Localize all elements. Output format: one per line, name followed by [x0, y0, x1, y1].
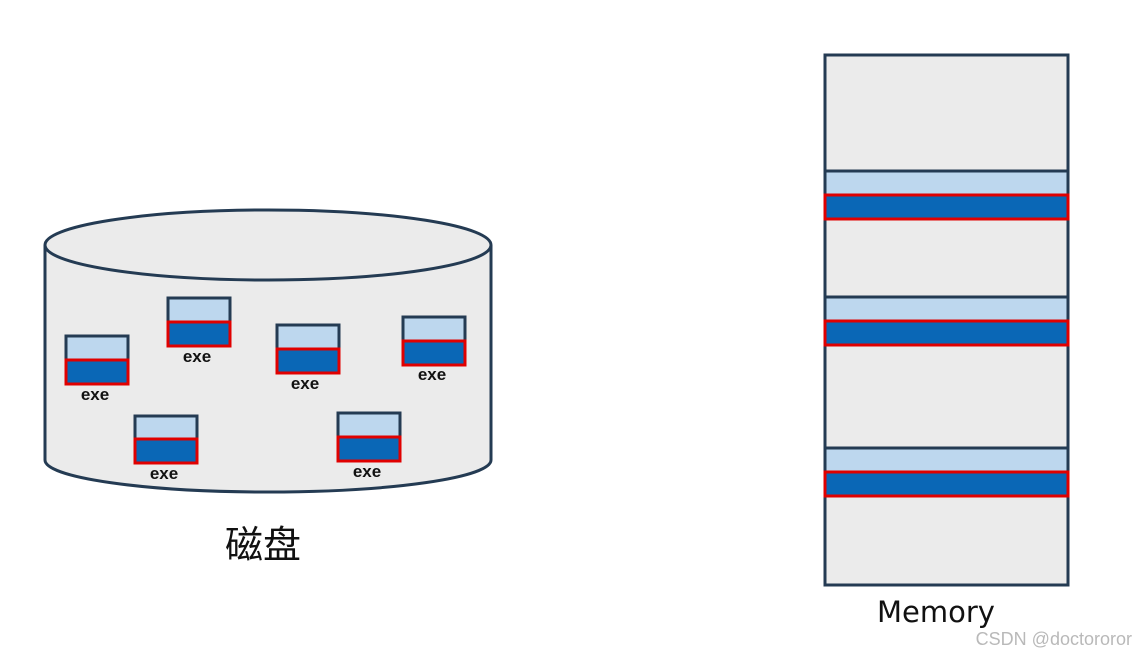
file-header [166, 296, 232, 324]
file-body [166, 320, 232, 348]
file-body [133, 437, 199, 465]
file-header [336, 411, 402, 439]
file-body [275, 347, 341, 375]
memory-block [823, 446, 1070, 498]
memory-block-body [823, 193, 1070, 221]
memory-block [823, 295, 1070, 347]
file-label: exe [353, 462, 381, 481]
disk-top [43, 208, 493, 282]
file-header [401, 315, 467, 343]
disk-file [336, 411, 402, 463]
disk-file [166, 296, 232, 348]
memory-block-header [823, 169, 1070, 197]
memory-column [823, 53, 1070, 587]
memory-block-body [823, 470, 1070, 498]
disk-file [64, 334, 130, 386]
file-body [336, 435, 402, 463]
file-label: exe [81, 385, 109, 404]
memory-block-header [823, 446, 1070, 474]
disk-label: 磁盘 [225, 523, 301, 567]
disk-file [133, 414, 199, 465]
file-body [401, 339, 467, 367]
file-header [133, 414, 199, 441]
disk-file [275, 323, 341, 375]
file-body [64, 358, 130, 386]
memory-block [823, 169, 1070, 221]
disk-file [401, 315, 467, 367]
file-label: exe [150, 464, 178, 483]
memory-label: Memory [877, 595, 995, 629]
memory-block-body [823, 319, 1070, 347]
file-label: exe [183, 347, 211, 366]
file-header [64, 334, 130, 362]
watermark-text: CSDN @doctororor [976, 629, 1132, 649]
file-label: exe [418, 365, 446, 384]
memory-block-header [823, 295, 1070, 323]
file-label: exe [291, 374, 319, 393]
file-header [275, 323, 341, 351]
